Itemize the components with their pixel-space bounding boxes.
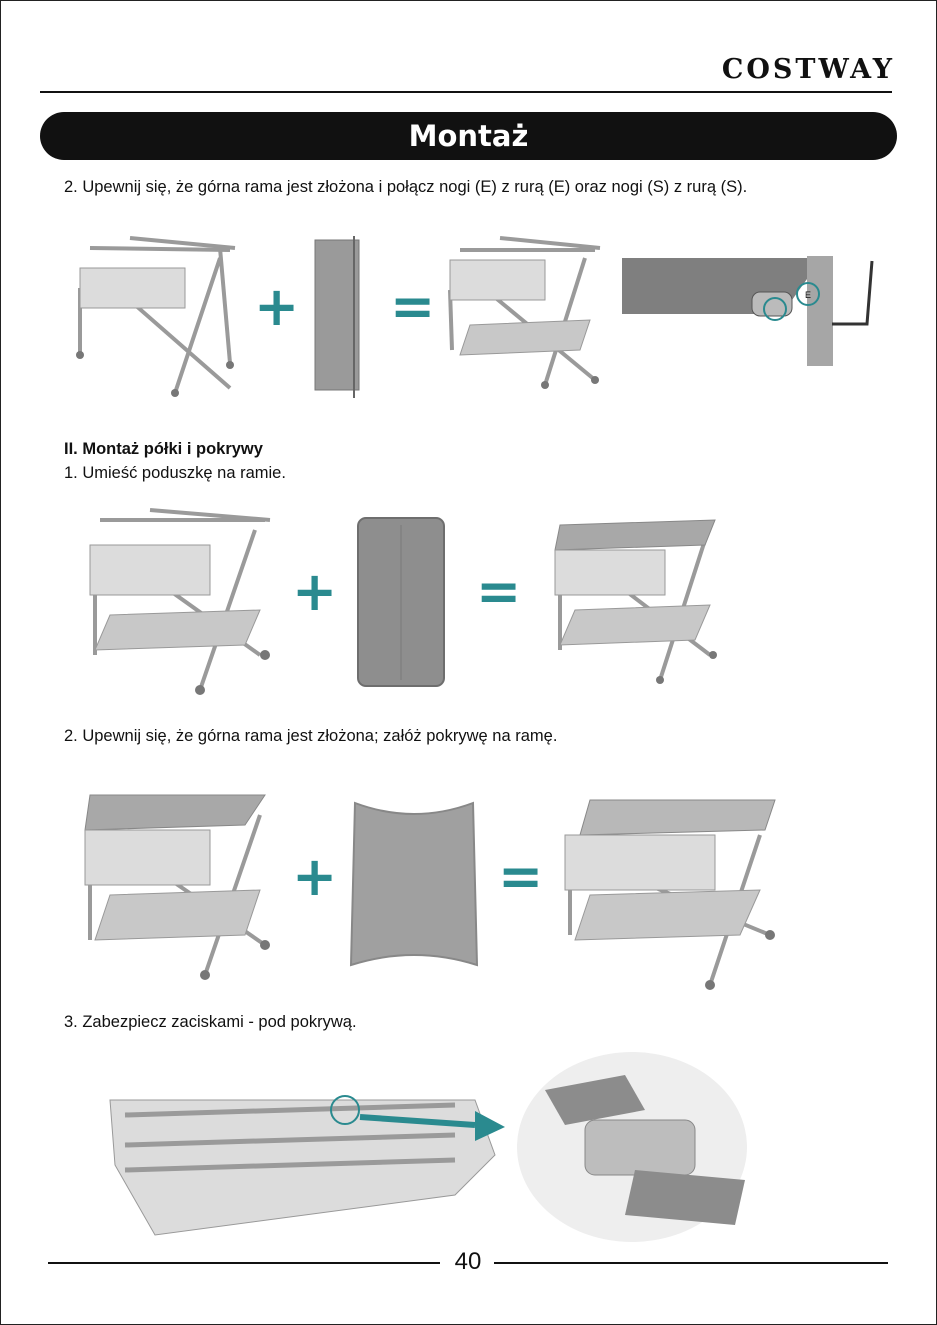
plus-operator-3: + — [292, 850, 337, 904]
header-divider — [40, 91, 892, 93]
equals-operator: = — [390, 280, 435, 334]
step-1-text: 1. Umieść poduszkę na ramie. — [64, 464, 286, 483]
tube-label-e: E — [805, 290, 811, 300]
brand-logo: COSTWAY — [722, 54, 895, 85]
tube-connection-closeup-illustration: E — [622, 256, 882, 366]
changing-cover-illustration — [345, 795, 483, 975]
step-connect-legs-text: 2. Upewnij się, że górna rama jest złożo… — [64, 178, 747, 197]
cover-underside-illustration — [95, 1045, 505, 1245]
step-2-text: 2. Upewnij się, że górna rama jest złożo… — [64, 727, 557, 746]
plus-operator: + — [254, 280, 299, 334]
section-title-banner: Montaż — [40, 112, 897, 160]
frame-with-shelf-illustration — [440, 230, 610, 390]
footer-divider-right — [494, 1262, 888, 1264]
step-3-text: 3. Zabezpiecz zaciskami - pod pokrywą. — [64, 1013, 357, 1032]
frame-with-cushion-illustration-2 — [80, 785, 275, 985]
buckle-closeup-illustration — [515, 1050, 750, 1245]
cushion-pad-illustration — [355, 515, 447, 690]
frame-with-cushion-illustration — [545, 510, 720, 685]
equals-operator-2: = — [476, 565, 521, 619]
page-number: 40 — [440, 1248, 496, 1276]
shelf-fabric-rolled-illustration — [312, 236, 364, 398]
plus-operator-2: + — [292, 565, 337, 619]
frame-with-shelf-illustration-2 — [80, 505, 275, 695]
frame-folded-illustration — [70, 228, 245, 398]
assembled-changing-table-illustration — [560, 795, 780, 990]
section-heading: II. Montaż półki i pokrywy — [64, 440, 263, 459]
equals-operator-3: = — [498, 850, 543, 904]
footer-divider-left — [48, 1262, 440, 1264]
